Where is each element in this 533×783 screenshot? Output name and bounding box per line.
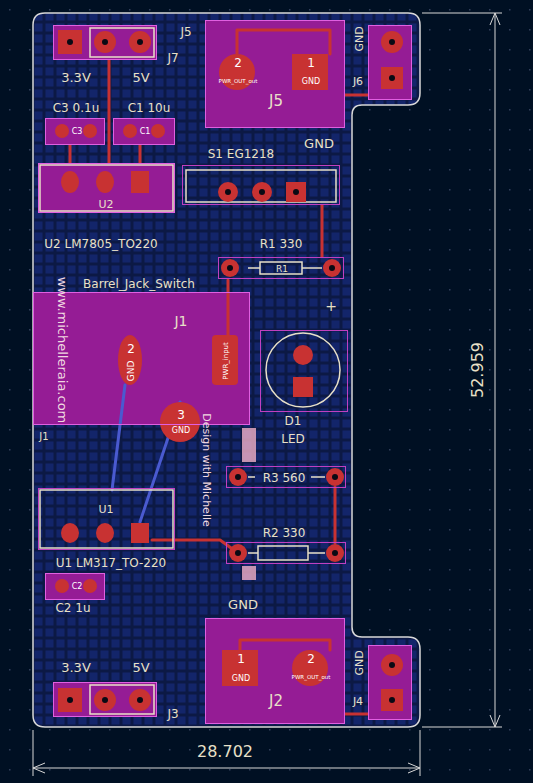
component-label: LED	[281, 433, 305, 445]
component-footprint: C3 0.1uC3	[45, 118, 105, 145]
component-label: GND	[302, 78, 320, 86]
component-label: GND	[228, 598, 258, 611]
courtyard-fill	[113, 118, 175, 145]
component-label: C1 10u	[128, 102, 171, 114]
component-label: 5V	[132, 71, 149, 84]
board-label: 28.702	[197, 744, 253, 760]
courtyard-fill	[53, 682, 157, 717]
component-label: 1	[237, 653, 245, 665]
component-label: R3 560	[263, 472, 306, 484]
component-footprint: C2 1uC2	[45, 573, 105, 600]
component-label: PWR_OUT_out	[292, 675, 331, 681]
component-label: C2 1u	[55, 602, 90, 614]
dimension-lines	[33, 13, 502, 776]
component-label: J1	[39, 432, 48, 442]
board-label: Design with Michelle	[201, 413, 212, 527]
component-footprint: +D1LED	[260, 330, 348, 412]
component-label: U1 LM317_TO-220	[56, 557, 167, 569]
component-footprint: U2U2 LM7805_TO220	[38, 163, 175, 213]
component-label: J4	[353, 696, 363, 707]
component-footprint: GNDJ21GND2PWR_OUT_out	[205, 618, 345, 724]
component-label: GND	[304, 137, 334, 150]
component-label: J2	[269, 694, 283, 709]
component-footprint: U1U1 LM317_TO-220	[38, 488, 175, 550]
component-label: 1	[307, 57, 315, 69]
copper-trace	[345, 713, 368, 716]
copper-trace	[139, 145, 142, 163]
component-label: R2 330	[263, 527, 306, 539]
copper-trace	[321, 205, 324, 257]
component-label: C2	[72, 583, 83, 591]
component-label: PWR_input	[223, 342, 230, 380]
board-label: J5	[180, 26, 191, 38]
component-label: R1 330	[260, 238, 303, 250]
copper-trace	[69, 145, 72, 163]
board-label: www.michelleraia.com	[56, 277, 69, 424]
pads	[55, 30, 403, 712]
component-footprint: R3 560	[226, 466, 346, 488]
component-label: GND	[232, 675, 250, 683]
component-label: C1	[140, 128, 151, 136]
component-label: J1	[174, 314, 187, 328]
courtyard-fill	[45, 118, 105, 145]
drill-holes	[67, 39, 395, 703]
component-footprint: J33.3V5V	[53, 682, 157, 717]
courtyard-fill	[205, 618, 345, 724]
component-label: PWR_OUT_out	[219, 79, 258, 85]
component-label: D1	[285, 415, 302, 427]
component-footprint: J6GND	[368, 25, 412, 100]
component-label: 3.3V	[61, 71, 91, 84]
component-label: J6	[353, 76, 363, 87]
component-label: 2	[234, 57, 242, 69]
copper-trace	[345, 94, 368, 97]
component-label: J7	[167, 52, 178, 64]
component-label: GND	[172, 427, 190, 435]
component-footprint: R1 330R1	[218, 257, 344, 279]
component-footprint: J4GND	[368, 645, 412, 720]
component-label: S1 EG1218	[208, 148, 275, 160]
board-outline	[33, 13, 420, 727]
courtyard-fill	[53, 25, 157, 60]
component-label: J3	[167, 708, 178, 720]
copper-trace	[108, 60, 111, 163]
component-footprint: S1 EG1218	[182, 165, 340, 205]
component-label: GND	[127, 361, 136, 382]
silkscreen-outlines	[40, 28, 340, 714]
component-label: R1	[276, 265, 288, 274]
component-footprint: J73.3V5V	[53, 25, 157, 60]
component-label: GND	[354, 26, 365, 51]
courtyard-fill	[38, 163, 175, 213]
courtyard-fill	[368, 645, 412, 720]
courtyard-fill	[45, 573, 105, 600]
component-label: J5	[269, 94, 283, 109]
component-label: U1	[98, 504, 113, 515]
component-label: 3	[177, 409, 185, 421]
component-label: 5V	[132, 661, 149, 674]
component-label: 2	[127, 343, 135, 355]
component-footprint: R2 330	[226, 542, 346, 564]
component-footprint: C1 10uC1	[113, 118, 175, 145]
component-label: U2	[98, 199, 113, 210]
courtyard-fill	[205, 20, 345, 128]
component-label: Barrel_Jack_Switch	[83, 278, 195, 290]
component-label: U2 LM7805_TO220	[44, 238, 158, 250]
component-label: C3 0.1u	[53, 102, 100, 114]
component-label: C3	[72, 128, 83, 136]
component-label: GND	[354, 650, 365, 675]
courtyard-fill	[368, 25, 412, 100]
component-label: 2	[307, 653, 315, 665]
component-label: +	[325, 299, 337, 313]
component-footprint: J52PWR_OUT_out1GNDGND	[205, 20, 345, 128]
board-label: 52.959	[470, 342, 486, 398]
component-label: 3.3V	[61, 661, 91, 674]
